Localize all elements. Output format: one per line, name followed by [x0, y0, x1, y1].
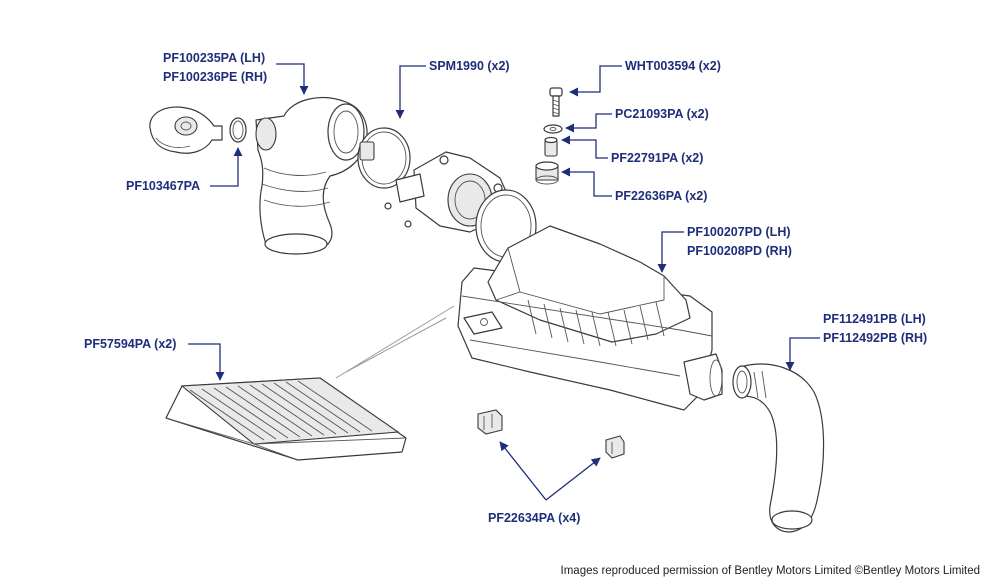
label-airbox-rh: PF100208PD (RH): [687, 244, 792, 258]
label-washer: PC21093PA (x2): [615, 107, 709, 121]
label-hose-lh: PF100235PA (LH): [163, 51, 265, 65]
label-mount: PF22634PA (x4): [488, 511, 580, 525]
bolt-part: [549, 87, 563, 117]
outlet-duct: [732, 363, 825, 533]
leader-lines: [188, 63, 820, 501]
washer-part: [543, 124, 563, 134]
hose-clip-ring: [229, 117, 247, 143]
label-filter: PF57594PA (x2): [84, 337, 176, 351]
label-bolt: WHT003594 (x2): [625, 59, 721, 73]
intake-hose: [255, 97, 368, 255]
panel-filter: [165, 377, 407, 461]
label-hose-rh: PF100236PE (RH): [163, 70, 267, 84]
grommet-part: [535, 161, 559, 185]
label-outlet-lh: PF112491PB (LH): [823, 312, 926, 326]
spacer-part: [544, 136, 558, 157]
label-spacer: PF22791PA (x2): [611, 151, 703, 165]
label-valve: PF103467PA: [126, 179, 200, 193]
label-grommet: PF22636PA (x2): [615, 189, 707, 203]
label-clip: SPM1990 (x2): [429, 59, 510, 73]
valve-part: [149, 106, 223, 154]
credit-text: Images reproduced permission of Bentley …: [561, 565, 980, 577]
rubber-mount-left: [477, 409, 503, 435]
label-airbox-lh: PF100207PD (LH): [687, 225, 791, 239]
label-outlet-rh: PF112492PB (RH): [823, 331, 927, 345]
rubber-mount-right: [605, 435, 625, 459]
air-box: [457, 225, 723, 411]
hose-clamp: [357, 127, 411, 189]
